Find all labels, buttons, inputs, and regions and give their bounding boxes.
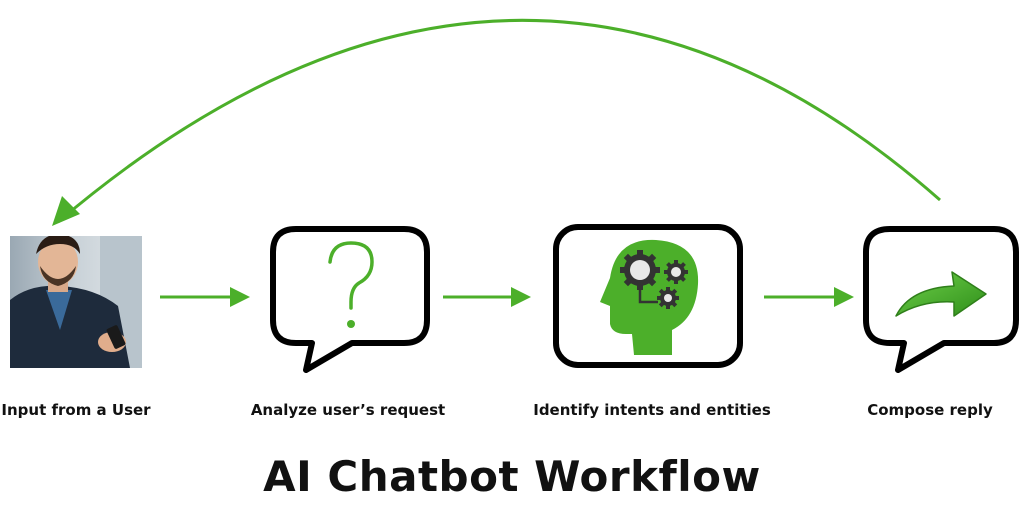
step-label-compose: Compose reply xyxy=(867,401,993,419)
step-label-input: Input from a User xyxy=(1,401,151,419)
flow-arrow-1 xyxy=(160,287,250,307)
flow-arrow-2 xyxy=(443,287,531,307)
reply-arrow-icon xyxy=(895,271,987,317)
user-photo xyxy=(10,236,142,368)
question-mark-icon xyxy=(328,241,374,328)
head-gears-icon xyxy=(600,239,699,355)
flow-arrow-3 xyxy=(764,287,854,307)
speech-bubble-analyze xyxy=(270,226,430,373)
diagram-title: AI Chatbot Workflow xyxy=(263,452,761,501)
box-identify xyxy=(553,224,743,368)
feedback-loop-arrow xyxy=(52,18,941,226)
step-label-identify: Identify intents and entities xyxy=(533,401,771,419)
step-label-analyze: Analyze user’s request xyxy=(250,401,446,419)
speech-bubble-reply xyxy=(863,226,1019,373)
